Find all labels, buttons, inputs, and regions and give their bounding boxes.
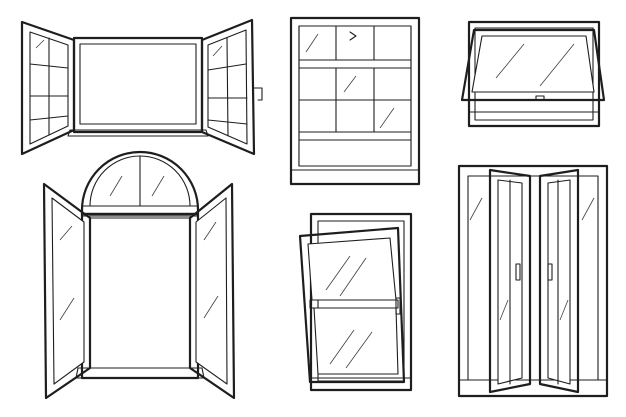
arched-casement-window [42, 150, 236, 400]
open-casement-window [20, 18, 263, 156]
sash-window [289, 16, 421, 186]
double-door-window [457, 164, 609, 398]
awning-window [460, 20, 606, 128]
tilt-turn-window [298, 212, 413, 392]
